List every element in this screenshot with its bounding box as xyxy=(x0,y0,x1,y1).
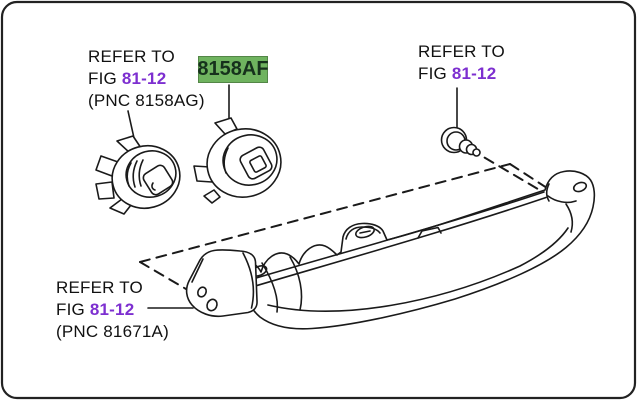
pnc-text: (PNC 8158AG) xyxy=(88,91,205,110)
refer-to-text: REFER TO xyxy=(88,47,175,66)
fig-link-81-12[interactable]: 81-12 xyxy=(451,64,497,83)
fig-line: FIG 81-12 xyxy=(418,63,505,85)
lamp-body-outline xyxy=(224,170,596,330)
callout-bottom-left: REFER TO FIG 81-12 (PNC 81671A) xyxy=(56,277,169,343)
fig-line: FIG 81-12 xyxy=(88,68,205,90)
lamp-right-tab-hole xyxy=(572,181,588,193)
callout-top-right: REFER TO FIG 81-12 xyxy=(418,41,505,85)
lamp-assembly-drawing xyxy=(185,170,596,330)
refer-to-text: REFER TO xyxy=(418,42,505,61)
bracket-hole-upper xyxy=(197,286,207,298)
refer-to-text: REFER TO xyxy=(56,278,143,297)
highlighted-part-label[interactable]: 8158AF xyxy=(197,56,269,83)
bulb-socket-8158ag-drawing xyxy=(95,135,181,215)
callout-top-left: REFER TO FIG 81-12 (PNC 8158AG) xyxy=(88,46,205,112)
fig-prefix: FIG xyxy=(56,300,85,319)
lamp-bracket xyxy=(185,249,258,318)
bracket-hole-lower xyxy=(206,298,218,312)
fig-prefix: FIG xyxy=(418,64,447,83)
pnc-text: (PNC 81671A) xyxy=(56,322,169,341)
screw-drawing xyxy=(440,126,481,157)
lamp-boss-hole xyxy=(355,225,375,239)
bulb-socket-8158af-drawing xyxy=(193,117,282,204)
fig-line: FIG 81-12 xyxy=(56,299,169,321)
dashed-alignment-lines xyxy=(139,148,548,290)
fig-link-81-12[interactable]: 81-12 xyxy=(89,300,135,319)
fig-link-81-12[interactable]: 81-12 xyxy=(121,69,167,88)
fig-prefix: FIG xyxy=(88,69,117,88)
